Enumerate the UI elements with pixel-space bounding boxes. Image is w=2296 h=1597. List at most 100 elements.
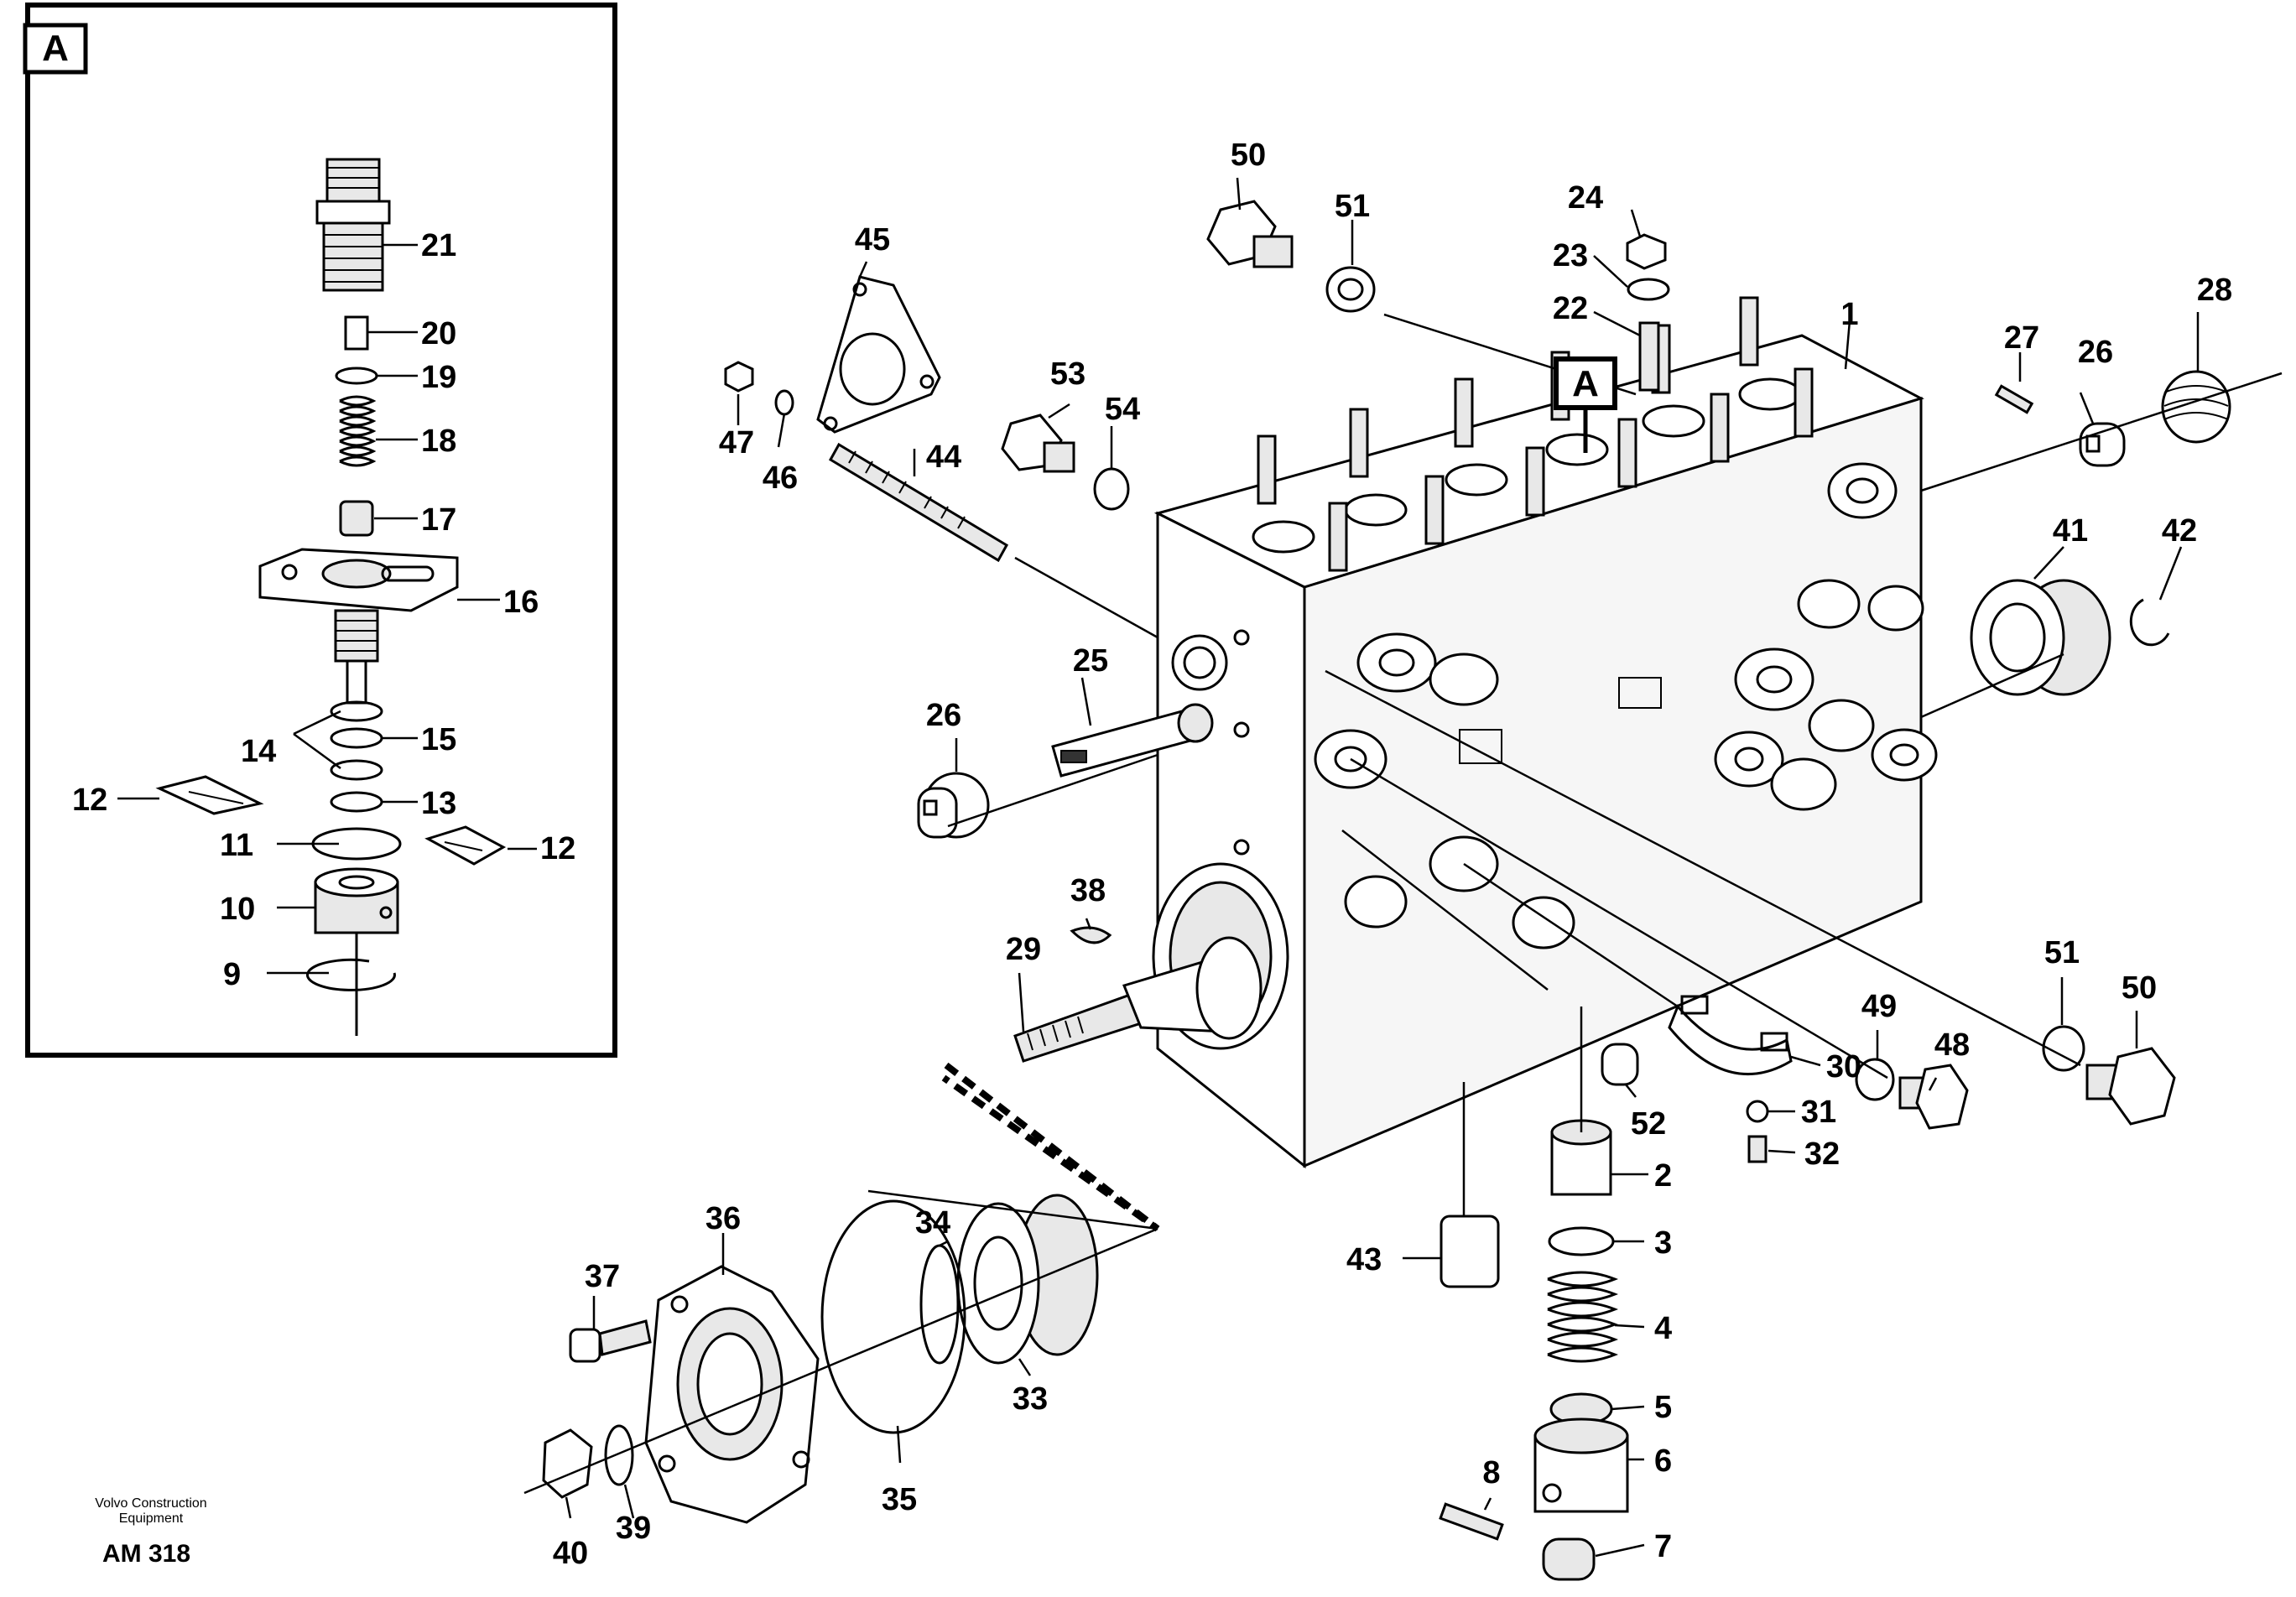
part-12-plate-right [424,825,507,866]
part-10-sleeve [314,867,399,934]
part-9-circlip [306,958,396,991]
part-4-spring [1547,1271,1619,1363]
part-52-bushing [1601,1043,1639,1086]
inset-part-label-21: 21 [421,228,456,263]
part-label-52: 52 [1631,1106,1666,1142]
credit-line-1: Volvo Construction [95,1496,207,1511]
part-label-24: 24 [1568,180,1603,216]
inset-part-label-18: 18 [421,424,456,459]
part-label-42: 42 [2162,513,2197,549]
part-label-25: 25 [1073,643,1108,679]
part-label-45: 45 [855,222,890,257]
part-50-plug-right [2085,1047,2176,1126]
part-label-37: 37 [585,1259,620,1294]
part-17-valve [339,500,374,537]
inset-part-label-10: 10 [220,892,255,927]
part-20-pin [344,315,369,351]
part-25-shaft [1051,703,1214,778]
part-label-8: 8 [1482,1455,1500,1490]
part-32-screw [1747,1135,1768,1163]
inset-part-label-13: 13 [421,786,456,821]
part-label-36: 36 [705,1201,741,1236]
part-label-22: 22 [1553,291,1588,326]
inset-part-label-16: 16 [503,585,539,620]
part-label-38: 38 [1070,873,1106,908]
part-label-30: 30 [1826,1049,1861,1085]
detail-reference-a: A [1554,356,1617,453]
part-14-ring-lower [330,759,383,781]
inset-part-label-12-right: 12 [540,831,575,866]
part-42-circlip [2129,598,2170,647]
part-51-washer-right [2042,1025,2085,1072]
part-45-gasket [816,275,941,434]
part-label-1: 1 [1840,297,1858,332]
part-39-washer [604,1424,634,1486]
part-label-32: 32 [1804,1137,1840,1172]
part-13-ring [330,791,383,813]
part-label-43: 43 [1346,1242,1382,1277]
part-label-26-left: 26 [926,698,961,733]
part-49-washer [1855,1058,1895,1101]
part-label-34: 34 [915,1205,950,1241]
part-label-48: 48 [1934,1027,1970,1063]
part-label-47: 47 [719,425,754,460]
part-label-49: 49 [1861,989,1897,1024]
credit-line-2: Equipment [118,1511,184,1526]
part-label-44: 44 [926,440,961,475]
part-label-4: 4 [1654,1311,1672,1346]
part-label-31: 31 [1801,1095,1836,1130]
part-7-roller [1542,1537,1596,1581]
part-label-50-top: 50 [1231,138,1266,173]
part-label-3: 3 [1654,1225,1672,1261]
part-48-plug [1898,1064,1969,1130]
part-label-53: 53 [1050,356,1086,392]
part-label-50-right: 50 [2122,970,2157,1006]
diagram-code: AM 318 [102,1540,191,1568]
part-label-26-right: 26 [2078,335,2113,370]
part-label-29: 29 [1006,932,1041,967]
part-label-23: 23 [1553,238,1588,273]
inset-part-label-9: 9 [223,957,241,992]
part-43-bushing [1440,1215,1500,1288]
part-40-nut [542,1428,593,1499]
part-33-bearing [956,1194,1099,1365]
part-28-cap [2161,370,2231,444]
inset-part-label-15: 15 [421,722,456,757]
part-53-valve [1001,414,1075,473]
part-19-ring [335,367,378,385]
inset-part-label-11: 11 [220,828,253,863]
part-44-stud [828,442,1009,563]
part-26-plug-left [917,772,990,839]
pump-housing-part-1 [1152,296,1938,1169]
part-3-ring [1548,1226,1615,1256]
inset-part-label-20: 20 [421,316,456,351]
part-47-nut [724,361,754,393]
inset-part-label-14: 14 [241,734,276,769]
part-label-41: 41 [2053,513,2088,549]
part-41-bearing [1970,579,2111,696]
part-29-camshaft [1013,936,1263,1063]
part-16-flange [258,548,459,705]
part-36-cover [644,1265,820,1524]
part-26-plug-right [2079,422,2126,467]
part-54-washer [1093,467,1130,511]
part-label-51-top: 51 [1335,189,1370,224]
part-label-35: 35 [882,1482,917,1517]
part-label-39: 39 [616,1511,651,1546]
part-18-spring [339,395,377,467]
part-label-33: 33 [1013,1381,1048,1417]
part-label-2: 2 [1654,1158,1672,1194]
part-30-bracket [1668,995,1793,1076]
part-6-roller-tappet [1533,1418,1629,1513]
inset-label: A [42,28,69,69]
part-label-46: 46 [763,460,798,496]
part-50-plug-top [1206,200,1294,268]
part-31-washer [1746,1100,1769,1123]
part-label-5: 5 [1654,1390,1672,1425]
part-label-40: 40 [553,1536,588,1571]
part-label-7: 7 [1654,1529,1672,1564]
part-label-51-right: 51 [2044,935,2080,970]
part-27-pin [1994,384,2034,414]
detail-reference-label: A [1572,363,1599,404]
